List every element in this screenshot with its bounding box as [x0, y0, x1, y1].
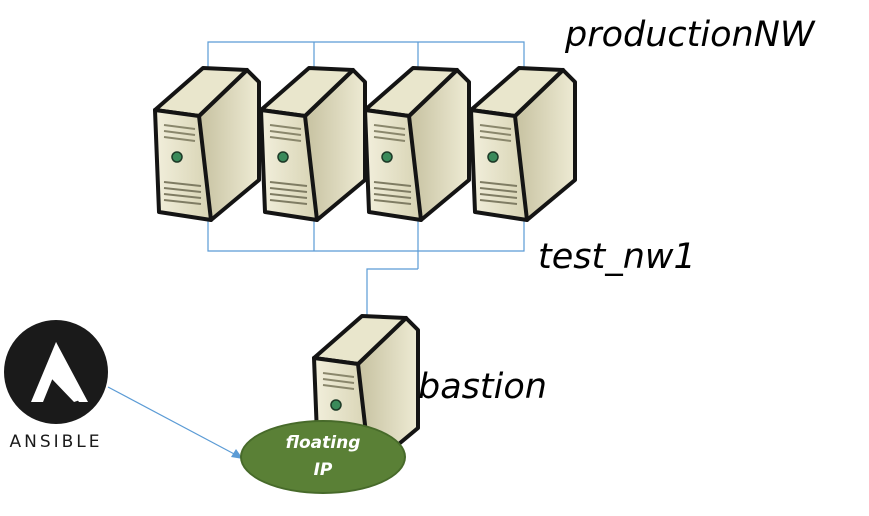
test-network-label: test_nw1	[538, 237, 696, 277]
server-tower-icon-3	[363, 66, 471, 222]
floating-ip-label-line-1: floating	[285, 433, 361, 453]
ansible-to-floating-ip-arrow	[107, 386, 239, 457]
bastion-link-line	[366, 268, 418, 326]
ansible-wordmark: ANSIBLE	[9, 432, 103, 452]
bastion-label: bastion	[418, 367, 547, 407]
floating-ip-label-line-2: IP	[313, 460, 333, 480]
production-nw-line	[207, 41, 525, 80]
ansible-logo-icon	[4, 320, 108, 424]
server-tower-icon-2	[259, 66, 367, 222]
production-network-label: productionNW	[565, 15, 815, 55]
server-tower-icon-4	[469, 66, 577, 222]
server-tower-icon-1	[153, 66, 261, 222]
floating-ip-node: floating IP	[240, 420, 406, 494]
test-nw1-line	[207, 214, 525, 252]
